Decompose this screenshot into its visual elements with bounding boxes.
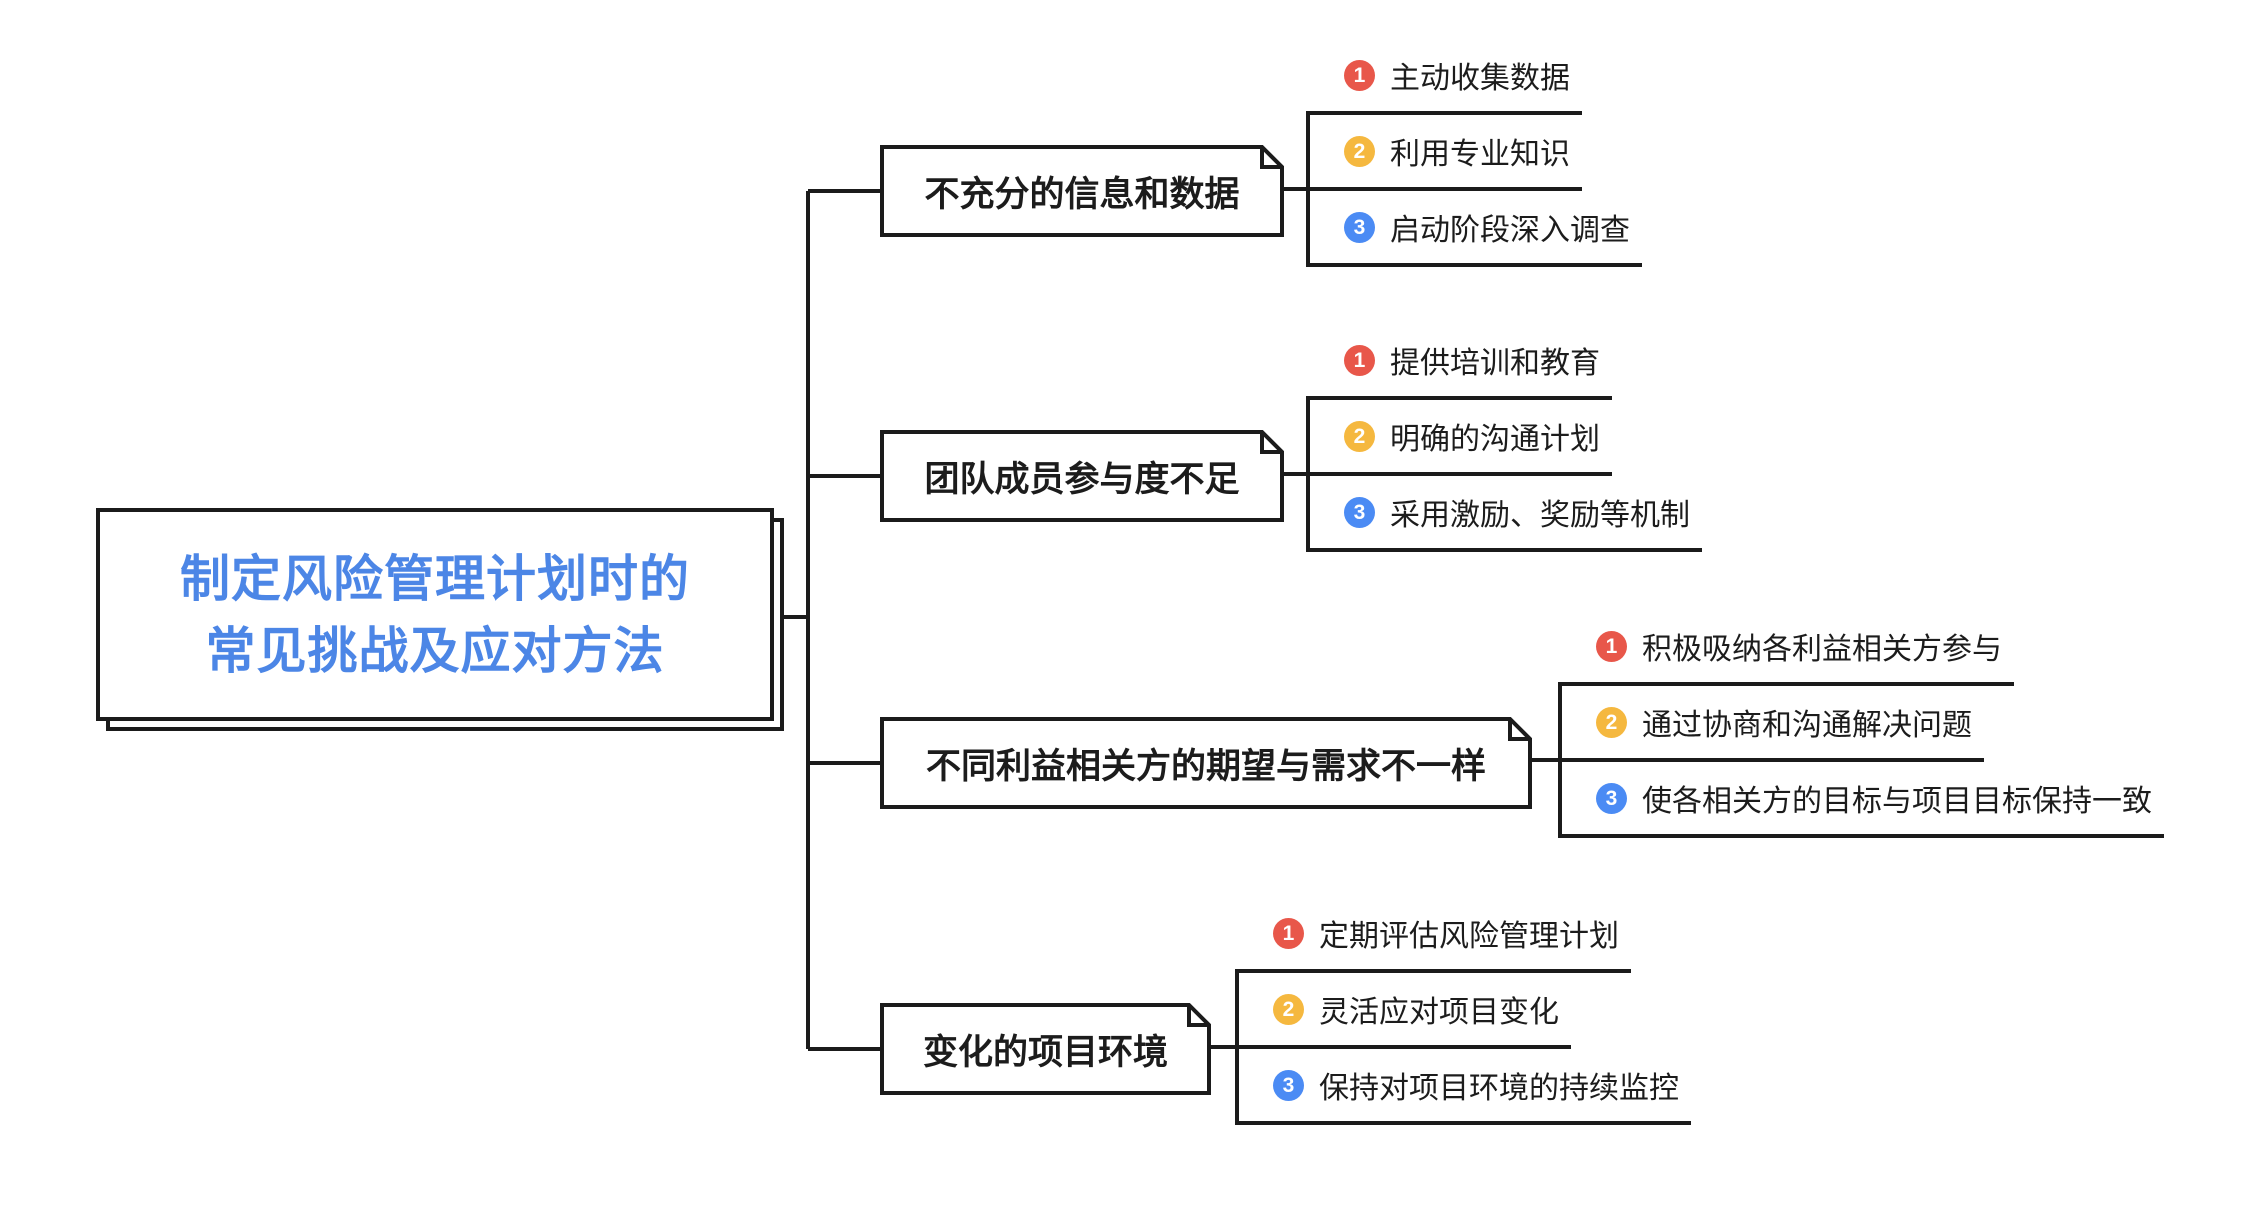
child-item[interactable]: 2 通过协商和沟通解决问题 [1558,686,1984,762]
number-1-badge-icon: 1 [1273,917,1304,949]
branch-topic-label: 不充分的信息和数据 [924,174,1240,214]
child-item-label: 灵活应对项目变化 [1319,996,1559,1029]
branch-1-fold-corner-icon [1260,147,1282,169]
branch-1-box-shape [880,145,1284,237]
root-title-line-2: 常见挑战及应对方法 [205,622,665,679]
branch-node-insufficient-data[interactable]: 不充分的信息和数据 [882,147,1282,235]
branch-topic-label: 团队成员参与度不足 [924,459,1240,499]
branch-3-box-shape [880,717,1532,809]
child-item[interactable]: 3 启动阶段深入调查 [1306,191,1642,267]
root-node-shape [96,508,774,721]
child-item[interactable]: 1 主动收集数据 [1306,39,1582,115]
branch-3-fold-corner-icon [1508,719,1530,741]
child-item-label: 利用专业知识 [1390,138,1570,171]
branch-4-box-shape [880,1003,1211,1095]
branch-4-fold-corner-icon [1187,1005,1209,1027]
child-item-label: 使各相关方的目标与项目目标保持一致 [1642,785,2152,818]
child-item-label: 定期评估风险管理计划 [1319,920,1619,953]
child-item[interactable]: 1 提供培训和教育 [1306,324,1612,400]
branch-node-changing-environment[interactable]: 变化的项目环境 [882,1005,1209,1093]
number-2-badge-icon: 2 [1344,135,1375,167]
child-item[interactable]: 2 明确的沟通计划 [1306,400,1612,476]
child-item-label: 提供培训和教育 [1390,347,1600,380]
child-item-label: 保持对项目环境的持续监控 [1319,1072,1679,1105]
number-2-badge-icon: 2 [1273,993,1304,1025]
child-item-label: 通过协商和沟通解决问题 [1642,709,1972,742]
branch-topic-label: 变化的项目环境 [922,1032,1168,1072]
child-item[interactable]: 3 采用激励、奖励等机制 [1306,476,1702,552]
child-item-label: 启动阶段深入调查 [1390,214,1630,247]
branch-2-fold-corner-icon [1260,432,1282,454]
number-2-badge-icon: 2 [1596,706,1627,738]
child-item[interactable]: 3 使各相关方的目标与项目目标保持一致 [1558,762,2164,838]
child-item-label: 主动收集数据 [1390,62,1570,95]
root-node[interactable]: 制定风险管理计划时的 常见挑战及应对方法 [98,510,772,719]
child-item-label: 积极吸纳各利益相关方参与 [1642,633,2002,666]
child-item[interactable]: 1 积极吸纳各利益相关方参与 [1558,610,2014,686]
child-item[interactable]: 2 灵活应对项目变化 [1235,973,1571,1049]
number-1-badge-icon: 1 [1596,630,1627,662]
branch-topic-label: 不同利益相关方的期望与需求不一样 [925,746,1486,786]
root-title-line-1: 制定风险管理计划时的 [180,550,690,607]
child-item-label: 采用激励、奖励等机制 [1390,499,1690,532]
number-1-badge-icon: 1 [1344,344,1375,376]
child-item[interactable]: 2 利用专业知识 [1306,115,1582,191]
number-2-badge-icon: 2 [1344,420,1375,452]
child-item[interactable]: 3 保持对项目环境的持续监控 [1235,1049,1691,1125]
child-item[interactable]: 1 定期评估风险管理计划 [1235,897,1631,973]
number-3-badge-icon: 3 [1344,211,1375,243]
branch-2-box-shape [880,430,1284,522]
number-1-badge-icon: 1 [1344,59,1375,91]
number-3-badge-icon: 3 [1596,782,1627,814]
number-3-badge-icon: 3 [1344,496,1375,528]
branch-node-low-engagement[interactable]: 团队成员参与度不足 [882,432,1282,520]
child-item-label: 明确的沟通计划 [1390,423,1600,456]
branch-node-stakeholder-expectations[interactable]: 不同利益相关方的期望与需求不一样 [882,719,1530,807]
number-3-badge-icon: 3 [1273,1069,1304,1101]
